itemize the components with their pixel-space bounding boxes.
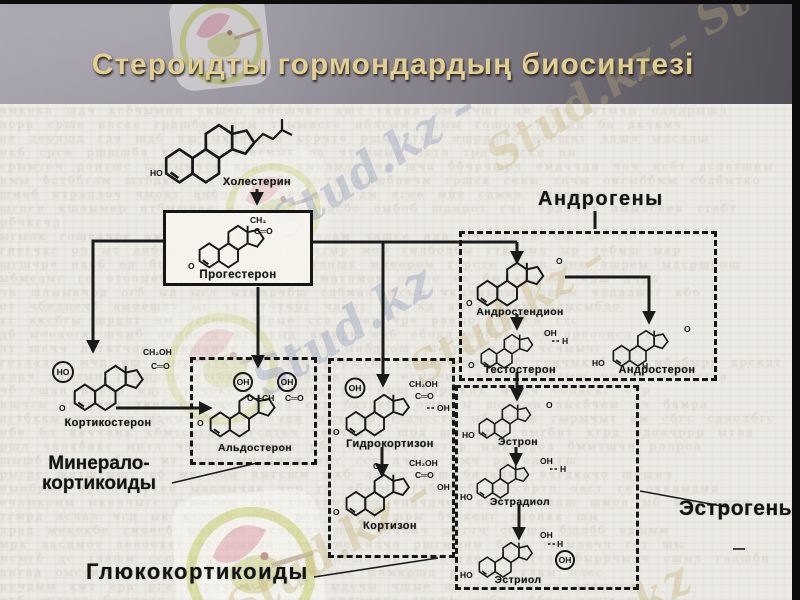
molecule-structure-cholesterol: HO [150,119,293,184]
chem-annotation: C═O [151,361,170,371]
molecule-structure-hydrocortisone: OH CH₂OH C═O OH O [333,377,450,437]
chem-annotation: OH [540,456,553,466]
label-estriol: Эстриол [494,574,542,586]
molecule-structure-estradiol: OH H HO [460,456,566,502]
chem-annotation: O [197,418,204,428]
chem-annotation: CH₂OH [143,347,172,357]
chem-annotation: OH [237,377,250,387]
chem-annotation: OH [544,328,557,338]
slide-header: Стероидты гормондардың биосинтезі [0,4,800,104]
molecule-structure-cortisone: O CH₂OH C═O OH O [333,458,450,517]
chem-annotation: HO [150,168,163,178]
chem-annotation: HO [462,430,475,440]
chem-annotation: H [557,539,563,549]
molecule-structure-testosterone: OH H O [468,328,568,370]
molecule-structure-estriol: OH H OH HO [460,530,575,580]
label-estrone: Эстрон [497,436,539,448]
pointer-estrogens [639,490,728,508]
label-testosterone: Тестостерон [483,364,557,376]
mineralo-line2: кортикоиды [41,473,157,494]
chem-annotation: C═O [285,393,304,403]
pointer-mineralocorticoids [171,462,258,484]
chem-annotation: OH [281,377,294,387]
molecule-structure-androstenedione: O O [466,256,563,308]
chem-annotation: O [466,298,473,308]
chem-annotation: C═O [415,470,434,480]
pointer-glucocorticoids [313,557,439,578]
label-aldosterone: Альдостерон [217,442,293,454]
chem-annotation: OH [437,403,450,413]
label-hydrocortisone: Гидрокортизон [346,438,434,450]
chem-annotation: OH [349,383,362,393]
chem-annotation: O [333,507,340,517]
label-corticosterone: Кортикостерон [64,417,152,429]
molecule-structure-estrone: O HO [462,400,553,440]
chem-annotation: O [468,360,475,370]
group-label-estrogens: Эстрогены [679,497,798,520]
progesterone-box: CH₃ C═O O Прогестерон [163,210,313,286]
label-estradiol: Эстрадиол [489,496,551,508]
chem-annotation: OH [559,555,572,565]
chem-annotation: O [556,256,563,266]
chem-annotation: C═O [415,391,434,401]
chem-annotation: HO [57,367,70,377]
chem-annotation: H [560,464,566,474]
chem-annotation: OH [437,482,450,492]
chem-annotation: CH₂OH [409,458,438,468]
top-border [0,0,800,4]
molecule-structure-progesterone: CH₃ C═O O [188,215,273,271]
right-border [792,0,800,600]
chem-annotation: OH [540,530,553,540]
group-label-glucocorticoids: Глюкокортикоиды [86,559,309,584]
chem-annotation: H [562,336,568,346]
box-glucocorticoids [328,358,455,558]
arrow-androstenedione-to-androsterone [565,275,656,325]
chem-annotation: HO [460,492,473,502]
chem-annotation: O—CH [247,393,274,403]
chem-annotation: O [684,324,691,334]
chem-annotation: H [642,361,648,371]
molecule-structure-androsterone: O HO H [592,324,691,371]
chem-annotation: CH₃ [250,215,266,225]
label-cortisone: Кортизон [363,520,417,532]
label-androsterone: Андростерон [618,364,696,376]
group-label-androgens: Андрогены [538,188,664,210]
chem-annotation: O [373,461,380,471]
chem-annotation: O [333,427,340,437]
label-cholesterol: Холестерин [222,176,292,188]
chem-annotation: CH₂OH [409,379,438,389]
mineralo-line1: Минерало- [48,453,150,474]
label-androstenedione: Андростендион [476,306,564,318]
chem-annotation: O [188,261,195,271]
box-estrogens [455,385,639,590]
arrow-progesterone-to-corticosterone [86,239,164,354]
box-androgens [459,231,717,381]
molecule-structure-corticosterone: HO CH₂OH C═O O [52,347,172,413]
group-label-mineralocorticoids: Минерало- кортикоиды [20,454,178,494]
slide-title: Стероидты гормондардың биосинтезі [91,48,695,81]
molecule-structure-aldosterone: OH OH O—CH C═O O [197,372,304,438]
chem-annotation: O [59,403,66,413]
chem-annotation: O [546,400,553,410]
chem-annotation: HO [460,570,473,580]
chem-annotation: HO [592,358,605,368]
chem-annotation: C═O [254,226,273,236]
label-progesterone: Прогестерон [199,269,277,281]
